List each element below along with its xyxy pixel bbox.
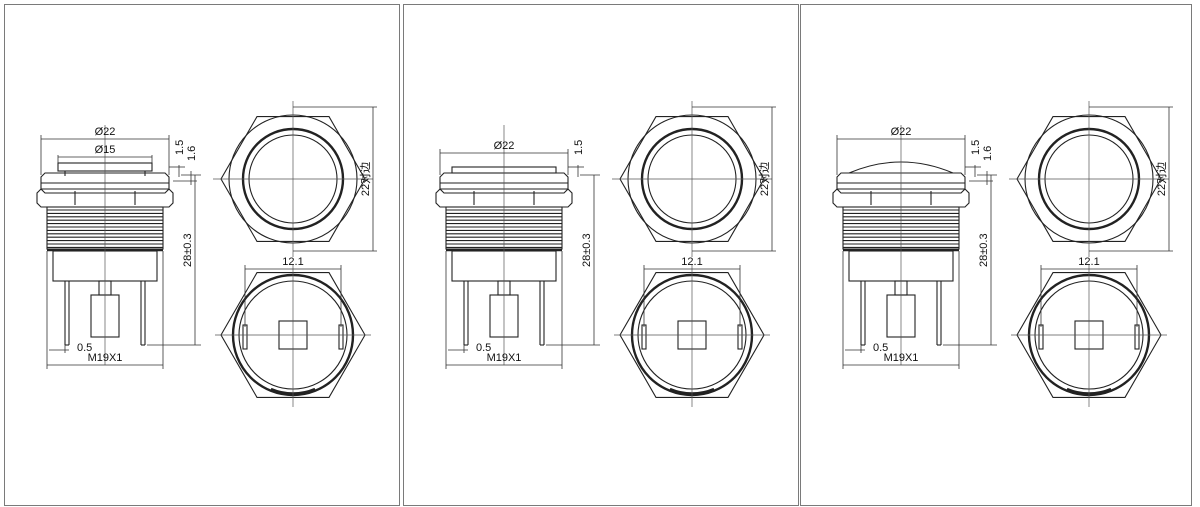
dim-thread: M19X1 <box>487 352 522 364</box>
front-view: 22对边 <box>1009 101 1173 257</box>
dim-height-small1: 1.5 <box>174 140 186 155</box>
front-view: 22对边 <box>213 101 377 257</box>
dim-height-overall: 28±0.3 <box>581 233 593 267</box>
dim-height-small1: 1.5 <box>573 140 585 155</box>
hex-nut <box>435 188 573 208</box>
dim-pin-width: 0.5 <box>77 342 92 354</box>
dim-dia-outer: Ø22 <box>95 126 116 138</box>
hex-nut <box>832 188 970 208</box>
side-terminal <box>737 324 743 350</box>
dim-height-small1: 1.5 <box>970 140 982 155</box>
dim-pin-width: 0.5 <box>873 342 888 354</box>
dim-terminal-span: 12.1 <box>681 256 702 268</box>
side-terminal <box>242 324 248 350</box>
dim-height-overall: 28±0.3 <box>978 233 990 267</box>
dim-dia-outer: Ø22 <box>494 140 515 152</box>
dim-height-overall: 28±0.3 <box>182 233 194 267</box>
side-terminal <box>338 324 344 350</box>
dim-height-small2: 1.6 <box>186 146 198 161</box>
dome-cap <box>848 161 954 174</box>
dim-across-flats: 22对边 <box>358 162 372 196</box>
side-terminal <box>1038 324 1044 350</box>
side-terminal <box>1134 324 1140 350</box>
dim-dia-outer: Ø22 <box>891 126 912 138</box>
dim-height-small2: 1.6 <box>982 146 994 161</box>
dim-thread: M19X1 <box>88 352 123 364</box>
dim-dia-inner: Ø15 <box>95 144 116 156</box>
dim-across-flats: 22对边 <box>757 162 771 196</box>
dim-pin-width: 0.5 <box>476 342 491 354</box>
rear-view: 12.1 <box>215 256 371 407</box>
side-terminal <box>641 324 647 350</box>
front-view: 22对边 <box>612 101 776 257</box>
dim-terminal-span: 12.1 <box>282 256 303 268</box>
hex-nut <box>36 188 174 208</box>
rear-view: 12.1 <box>614 256 770 407</box>
dim-across-flats: 22对边 <box>1154 162 1168 196</box>
dim-thread: M19X1 <box>884 352 919 364</box>
dim-terminal-span: 12.1 <box>1078 256 1099 268</box>
rear-view: 12.1 <box>1011 256 1167 407</box>
